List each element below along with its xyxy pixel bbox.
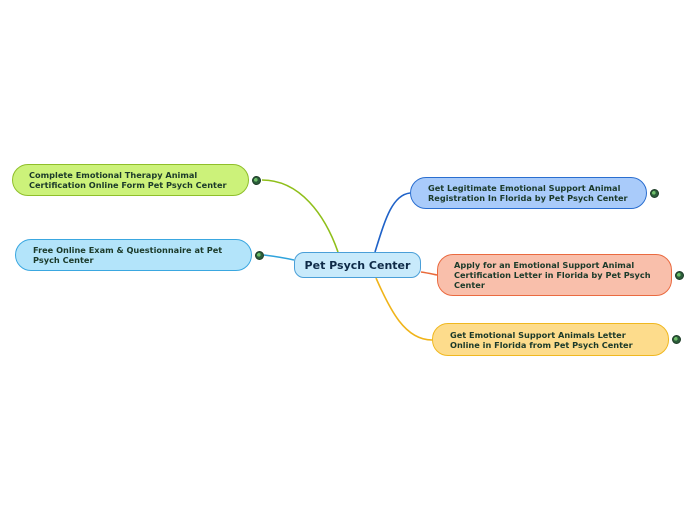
globe-link-icon[interactable]	[252, 176, 261, 185]
connector-complete-form	[261, 179, 339, 253]
topic-get-letter[interactable]: Get Emotional Support Animals Letter Onl…	[432, 323, 669, 356]
topic-legit-registration[interactable]: Get Legitimate Emotional Support Animal …	[410, 177, 647, 209]
connector-free-exam	[263, 254, 295, 261]
central-topic[interactable]: Pet Psych Center	[294, 252, 421, 278]
central-topic-label: Pet Psych Center	[304, 258, 411, 272]
connector-get-letter	[375, 277, 433, 341]
topic-apply-letter[interactable]: Apply for an Emotional Support Animal Ce…	[437, 254, 672, 296]
globe-link-icon[interactable]	[672, 335, 681, 344]
connector-legit-registration	[374, 192, 411, 253]
topic-label: Apply for an Emotional Support Animal Ce…	[454, 260, 651, 290]
topic-complete-form[interactable]: Complete Emotional Therapy Animal Certif…	[12, 164, 249, 196]
connector-apply-letter	[420, 271, 438, 276]
topic-label: Complete Emotional Therapy Animal Certif…	[29, 170, 227, 190]
topic-label: Get Legitimate Emotional Support Animal …	[428, 183, 628, 203]
topic-label: Free Online Exam & Questionnaire at Pet …	[33, 245, 223, 265]
globe-link-icon[interactable]	[255, 251, 264, 260]
globe-link-icon[interactable]	[650, 189, 659, 198]
topic-free-exam[interactable]: Free Online Exam & Questionnaire at Pet …	[15, 239, 252, 271]
globe-link-icon[interactable]	[675, 271, 684, 280]
topic-label: Get Emotional Support Animals Letter Onl…	[450, 329, 633, 350]
